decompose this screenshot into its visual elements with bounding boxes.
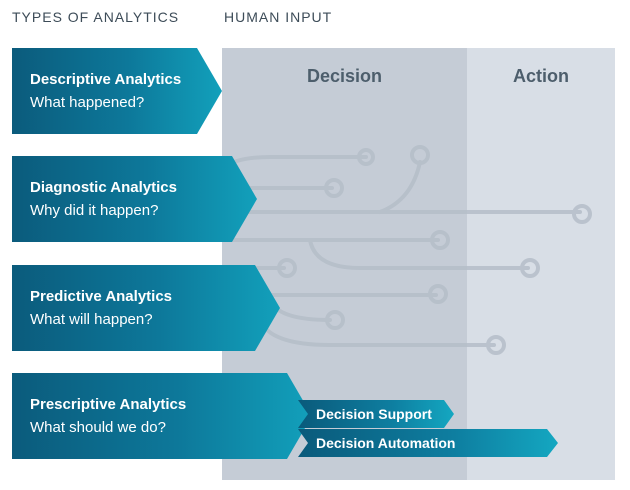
diagnostic-analytics-subtitle: Why did it happen? xyxy=(30,202,159,219)
prescriptive-analytics-title: Prescriptive Analytics xyxy=(30,396,187,413)
predictive-analytics-title: Predictive Analytics xyxy=(30,288,173,305)
descriptive-analytics-subtitle: What happened? xyxy=(30,94,145,111)
column-title-action: Action xyxy=(513,66,569,86)
arrow-descriptive-analytics: Descriptive Analytics What happened? xyxy=(12,48,222,134)
descriptive-analytics-title: Descriptive Analytics xyxy=(30,71,182,88)
header-human-input: HUMAN INPUT xyxy=(224,9,333,25)
header-types-of-analytics: TYPES OF ANALYTICS xyxy=(12,9,180,25)
column-title-decision: Decision xyxy=(306,66,383,86)
outcome-decision-automation: Decision Automation xyxy=(298,429,558,457)
action-column xyxy=(467,48,615,480)
prescriptive-analytics-subtitle: What should we do? xyxy=(30,419,166,436)
arrow-diagnostic-analytics: Diagnostic Analytics Why did it happen? xyxy=(12,156,257,242)
diagnostic-analytics-title: Diagnostic Analytics xyxy=(30,179,177,196)
predictive-analytics-subtitle: What will happen? xyxy=(30,311,153,328)
outcome-decision-support: Decision Support xyxy=(298,400,454,428)
arrow-predictive-analytics: Predictive Analytics What will happen? xyxy=(12,265,280,351)
arrow-prescriptive-analytics: Prescriptive Analytics What should we do… xyxy=(12,373,312,459)
